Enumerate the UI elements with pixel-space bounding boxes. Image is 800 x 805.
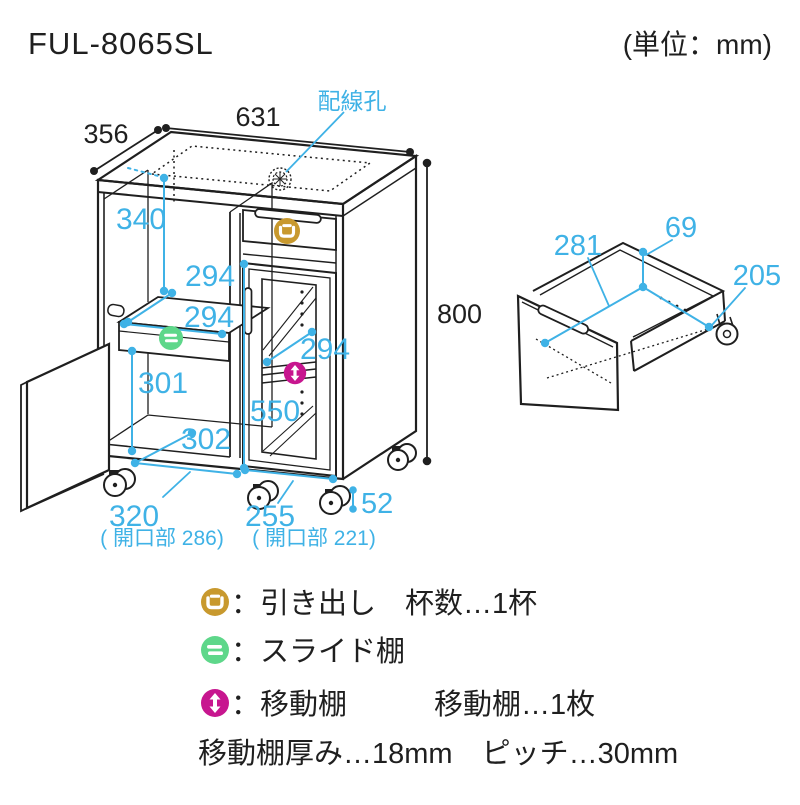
caster-front-center <box>247 480 279 510</box>
movable-shelf-icon <box>201 689 229 717</box>
legend-slide-shelf-label: ：スライド棚 <box>231 635 405 668</box>
legend-movable-shelf-label: ：移動棚 移動棚…1枚 <box>231 688 595 721</box>
right-section-width-label: 255 <box>245 500 295 533</box>
top-compartment-height-label: 340 <box>116 203 166 236</box>
door-inner-height-label: 550 <box>250 395 300 428</box>
drawer-dimensions: 281 69 205 <box>540 212 781 348</box>
slide-shelf-icon <box>199 634 231 666</box>
cabinet-drawing: 631 356 800 340 294 294 301 302 <box>20 88 482 550</box>
left-compartment-interior <box>103 169 273 445</box>
drawer-width-leader <box>711 287 746 326</box>
drawer-detail-drawing: 281 69 205 <box>516 212 781 412</box>
depth-dim-label: 356 <box>83 119 128 149</box>
top-slab-edge <box>97 191 344 217</box>
page-title: FUL-8065SL <box>28 26 214 61</box>
width-dim-label: 631 <box>235 102 280 132</box>
movable-shelf-icon <box>283 361 307 385</box>
drawer-box-rim-inner <box>539 249 715 338</box>
door-handle <box>243 287 253 335</box>
left-opening-note: ( 開口部 286) <box>100 527 224 550</box>
caster-front-left <box>103 468 136 497</box>
drawer-height-leader <box>645 239 673 256</box>
caster-back-right <box>387 443 417 471</box>
wiring-hole-leader <box>285 111 345 173</box>
cabinet-drawer-front <box>242 208 337 264</box>
bottom-rail <box>103 443 231 458</box>
drawer-front-panel <box>516 294 620 412</box>
interior-dimensions: 340 294 294 301 302 320 ( 開口部 286) 550 2 <box>100 167 393 550</box>
lower-compartment-height-label: 301 <box>138 367 188 400</box>
drawer-box-rim <box>532 241 726 342</box>
left-section-width-label: 320 <box>109 500 159 533</box>
wiring-hole-label: 配線孔 <box>318 88 387 114</box>
shelf-width-label: 294 <box>184 301 234 334</box>
height-dim-label: 800 <box>437 299 482 329</box>
slide-shelf-icon <box>157 324 185 352</box>
drawer-icon <box>272 216 302 246</box>
casters <box>103 443 417 515</box>
slide-shelf <box>107 296 271 362</box>
drawer-icon <box>199 586 231 618</box>
drawer-depth-label: 281 <box>554 230 602 262</box>
door-shelf-depth-label: 294 <box>300 333 350 366</box>
depth-dim-line <box>93 129 159 172</box>
shelf-pin-holes <box>300 290 304 416</box>
drawer-roller-wheel <box>715 313 739 346</box>
caster-front-right <box>319 485 351 515</box>
legend-drawer-label: ：引き出し 杯数…1杯 <box>231 587 537 620</box>
shelf-stopper-knob <box>107 303 125 318</box>
drawer-width-label: 205 <box>733 260 781 292</box>
drawer-hidden-edges-dotted <box>535 328 709 384</box>
caster-height-label: 52 <box>361 488 393 520</box>
right-width-leader <box>277 480 294 504</box>
drawer-depth-leader <box>587 257 610 307</box>
top-slab-side-edge <box>342 167 417 217</box>
outer-dimensions: 631 356 800 <box>83 102 482 466</box>
top-interior-dotted-outline <box>149 145 373 192</box>
right-opening-note: ( 開口部 221) <box>252 527 376 550</box>
left-width-leader <box>162 471 191 498</box>
legend: ：引き出し 杯数…1杯 ：スライド棚 ：移動棚 移動棚…1枚 移動棚厚み…18m… <box>198 586 678 770</box>
lower-compartment-depth-label: 302 <box>181 423 231 456</box>
hidden-leader-dotted <box>127 167 163 178</box>
cabinet-right-face <box>342 153 418 480</box>
unit-note: (単位：mm) <box>623 29 772 60</box>
open-door <box>20 342 111 513</box>
drawer-height-label: 69 <box>665 212 697 244</box>
shelf-depth-label: 294 <box>185 260 235 293</box>
width-dim-line <box>165 127 411 153</box>
legend-note: 移動棚厚み…18mm ピッチ…30mm <box>198 737 678 770</box>
wiring-hole <box>268 167 292 191</box>
